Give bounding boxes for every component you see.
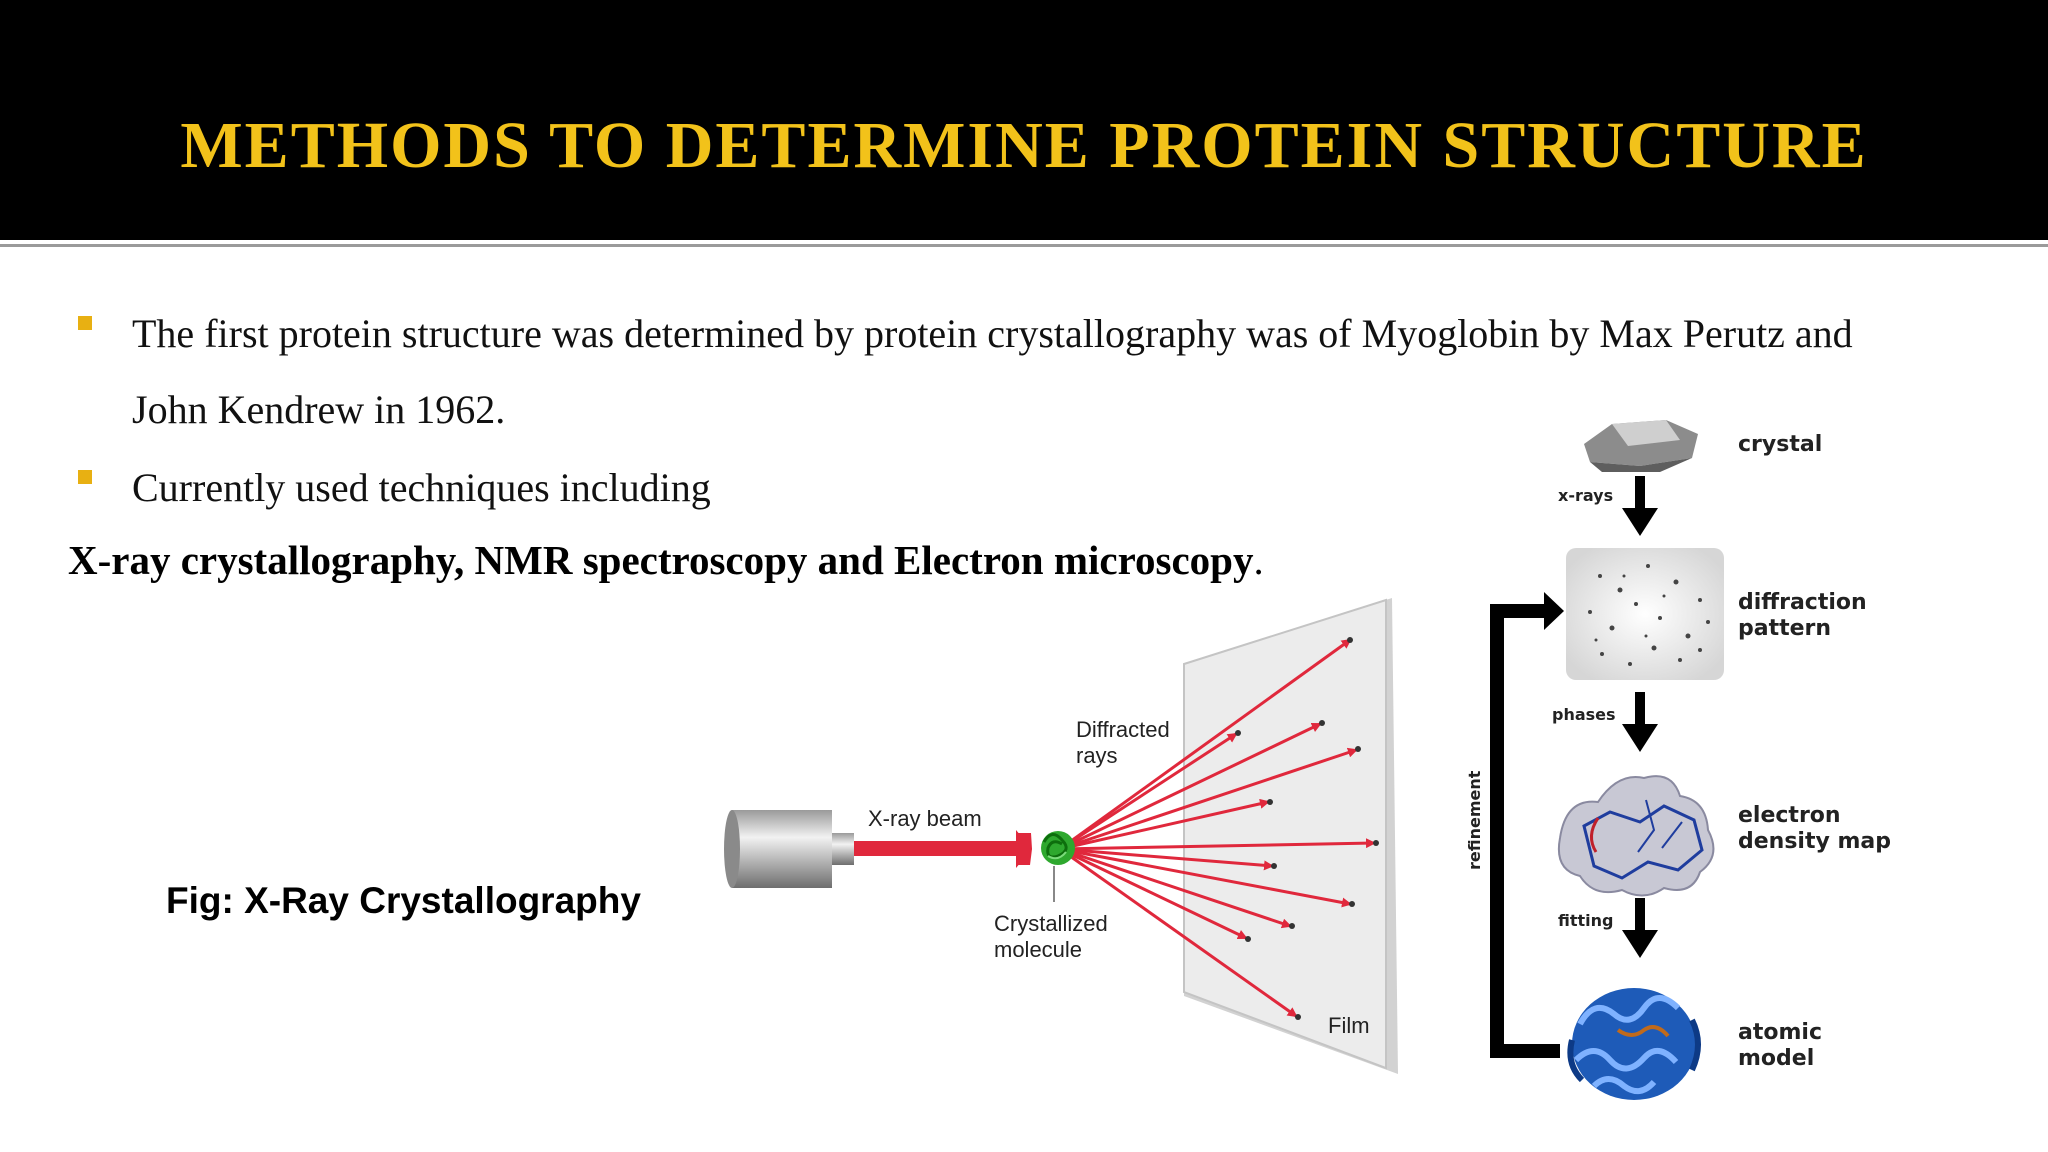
title-bar — [0, 0, 2048, 240]
fitting-label: fitting — [1558, 911, 1613, 930]
techniques-bold: X-ray crystallography, NMR spectroscopy … — [68, 537, 1254, 583]
refinement-label: refinement — [1465, 770, 1484, 870]
phases-label: phases — [1552, 705, 1616, 724]
square-bullet-icon — [78, 470, 92, 484]
diffraction-label: diffraction — [1738, 590, 1867, 615]
model-label: model — [1738, 1046, 1814, 1071]
bullet-text-2: Currently used techniques including — [132, 465, 711, 510]
atomic-label: atomic — [1738, 1020, 1822, 1045]
diffracted-rays-label-2: rays — [1076, 743, 1118, 768]
square-bullet-icon — [78, 316, 92, 330]
atomic-model-icon — [1567, 988, 1701, 1100]
techniques-line: X-ray crystallography, NMR spectroscopy … — [68, 536, 1264, 584]
x-rays-label: x-rays — [1558, 486, 1613, 505]
refinement-loop — [1490, 592, 1564, 1058]
film-label: Film — [1328, 1013, 1370, 1038]
film-plate — [1183, 598, 1387, 1070]
electron-density-map-icon — [1558, 775, 1715, 897]
film-spots — [1235, 637, 1379, 1020]
pipeline-arrows — [1622, 476, 1658, 958]
bullet-item-2: Currently used techniques including — [78, 450, 2032, 526]
pattern-label: pattern — [1738, 616, 1831, 641]
xray-diagram: X-ray beam Diffracted rays Crystallized … — [724, 598, 1398, 1074]
bullet-1-line-1: The first protein structure was determin… — [132, 311, 1853, 356]
crystal-icon — [1584, 420, 1698, 472]
bullet-item-1: The first protein structure was determin… — [78, 296, 2032, 448]
diffraction-pattern-icon — [1566, 548, 1724, 680]
molecule-icon — [1041, 831, 1075, 902]
figure-caption: Fig: X-Ray Crystallography — [166, 880, 641, 921]
techniques-period: . — [1253, 537, 1264, 583]
diffracted-rays-label-1: Diffracted — [1076, 717, 1170, 742]
slide-title: METHODS TO DETERMINE PROTEIN STRUCTURE — [180, 109, 1868, 182]
molecule-label-1: Crystallized — [994, 911, 1108, 936]
diffracted-rays — [1059, 638, 1376, 1018]
crystal-label: crystal — [1738, 432, 1822, 457]
electron-label: electron — [1738, 803, 1841, 828]
molecule-label-2: molecule — [994, 937, 1082, 962]
bullet-1-line-2: John Kendrew in 1962. — [132, 387, 506, 432]
bullet-text-1: The first protein structure was determin… — [132, 296, 2032, 448]
xray-tube-icon — [724, 810, 854, 888]
title-divider — [0, 244, 2048, 247]
pipeline-diagram: refinement x-rays phases fitting crystal… — [1465, 420, 1891, 1100]
xray-beam-label: X-ray beam — [868, 806, 982, 831]
density-map-label: density map — [1738, 829, 1891, 854]
xray-beam-arrow — [854, 830, 1032, 868]
